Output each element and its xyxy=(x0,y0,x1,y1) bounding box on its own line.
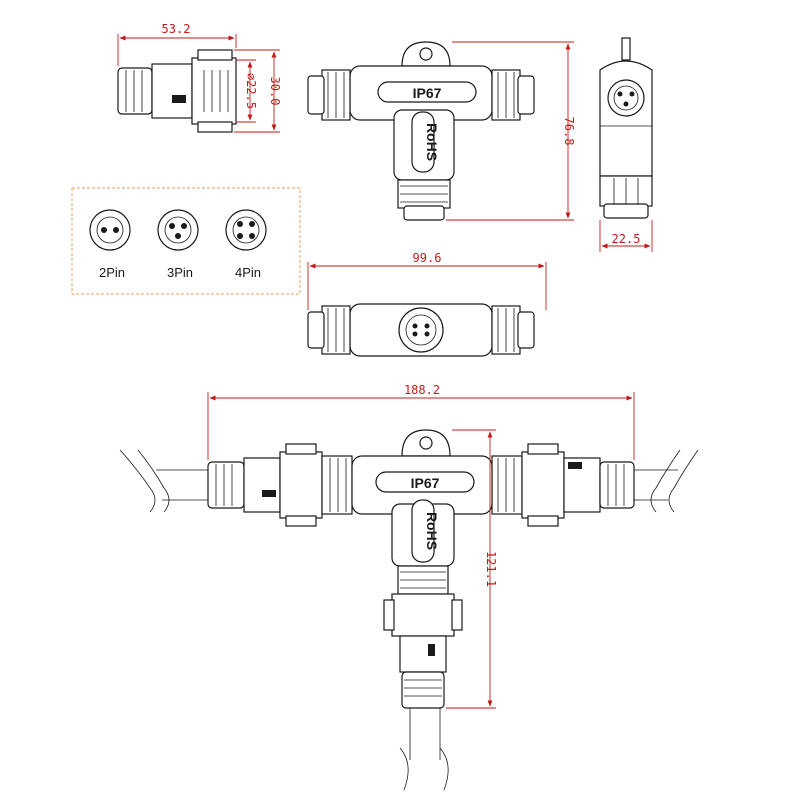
assembly-ip-rating-mark: IP67 xyxy=(411,475,440,491)
pin-3-face xyxy=(157,209,199,251)
dimension-side-length-label: 53.2 xyxy=(162,22,191,36)
connector-side-view xyxy=(117,49,237,133)
tee-end-view xyxy=(599,37,653,219)
dimension-side-height-label: 30.0 xyxy=(268,77,282,106)
dimension-assembly-length: 188.2 xyxy=(207,383,635,460)
pin-4-face xyxy=(225,209,267,251)
ip-rating-mark: IP67 xyxy=(413,85,442,101)
dimension-tee-height: 76.8 xyxy=(446,41,576,221)
rohs-mark: RoHS xyxy=(424,123,440,161)
dimension-end-width-label: 22.5 xyxy=(612,232,641,246)
dimension-top-length: 99.6 xyxy=(307,251,547,310)
dimension-side-diameter-label: ⌀22.5 xyxy=(244,73,258,109)
dimension-side-length: 53.2 xyxy=(117,22,237,66)
dimension-end-width: 22.5 xyxy=(599,220,653,252)
dimension-top-length-label: 99.6 xyxy=(413,251,442,265)
pin-option-label: 3Pin xyxy=(167,265,193,280)
assembly-rohs-mark: RoHS xyxy=(424,512,440,550)
dimension-assembly-height: 121.1 xyxy=(446,429,498,709)
pin-options-panel: 2Pin 3Pin 4Pin xyxy=(71,187,301,295)
tee-assembly-view: IP67 RoHS xyxy=(119,429,699,791)
dimension-side-diameter: ⌀22.5 xyxy=(236,59,258,123)
pin-option-label: 2Pin xyxy=(99,265,125,280)
dimension-assembly-height-label: 121.1 xyxy=(484,551,498,587)
dimension-side-height: 30.0 xyxy=(234,49,282,133)
pin-option-label: 4Pin xyxy=(235,265,261,280)
tee-front-view: IP67 RoHS xyxy=(307,41,535,221)
dimension-assembly-length-label: 188.2 xyxy=(404,383,440,397)
pin-2-face xyxy=(89,209,131,251)
dimension-tee-height-label: 76.8 xyxy=(562,117,576,146)
tee-top-view xyxy=(307,303,535,357)
